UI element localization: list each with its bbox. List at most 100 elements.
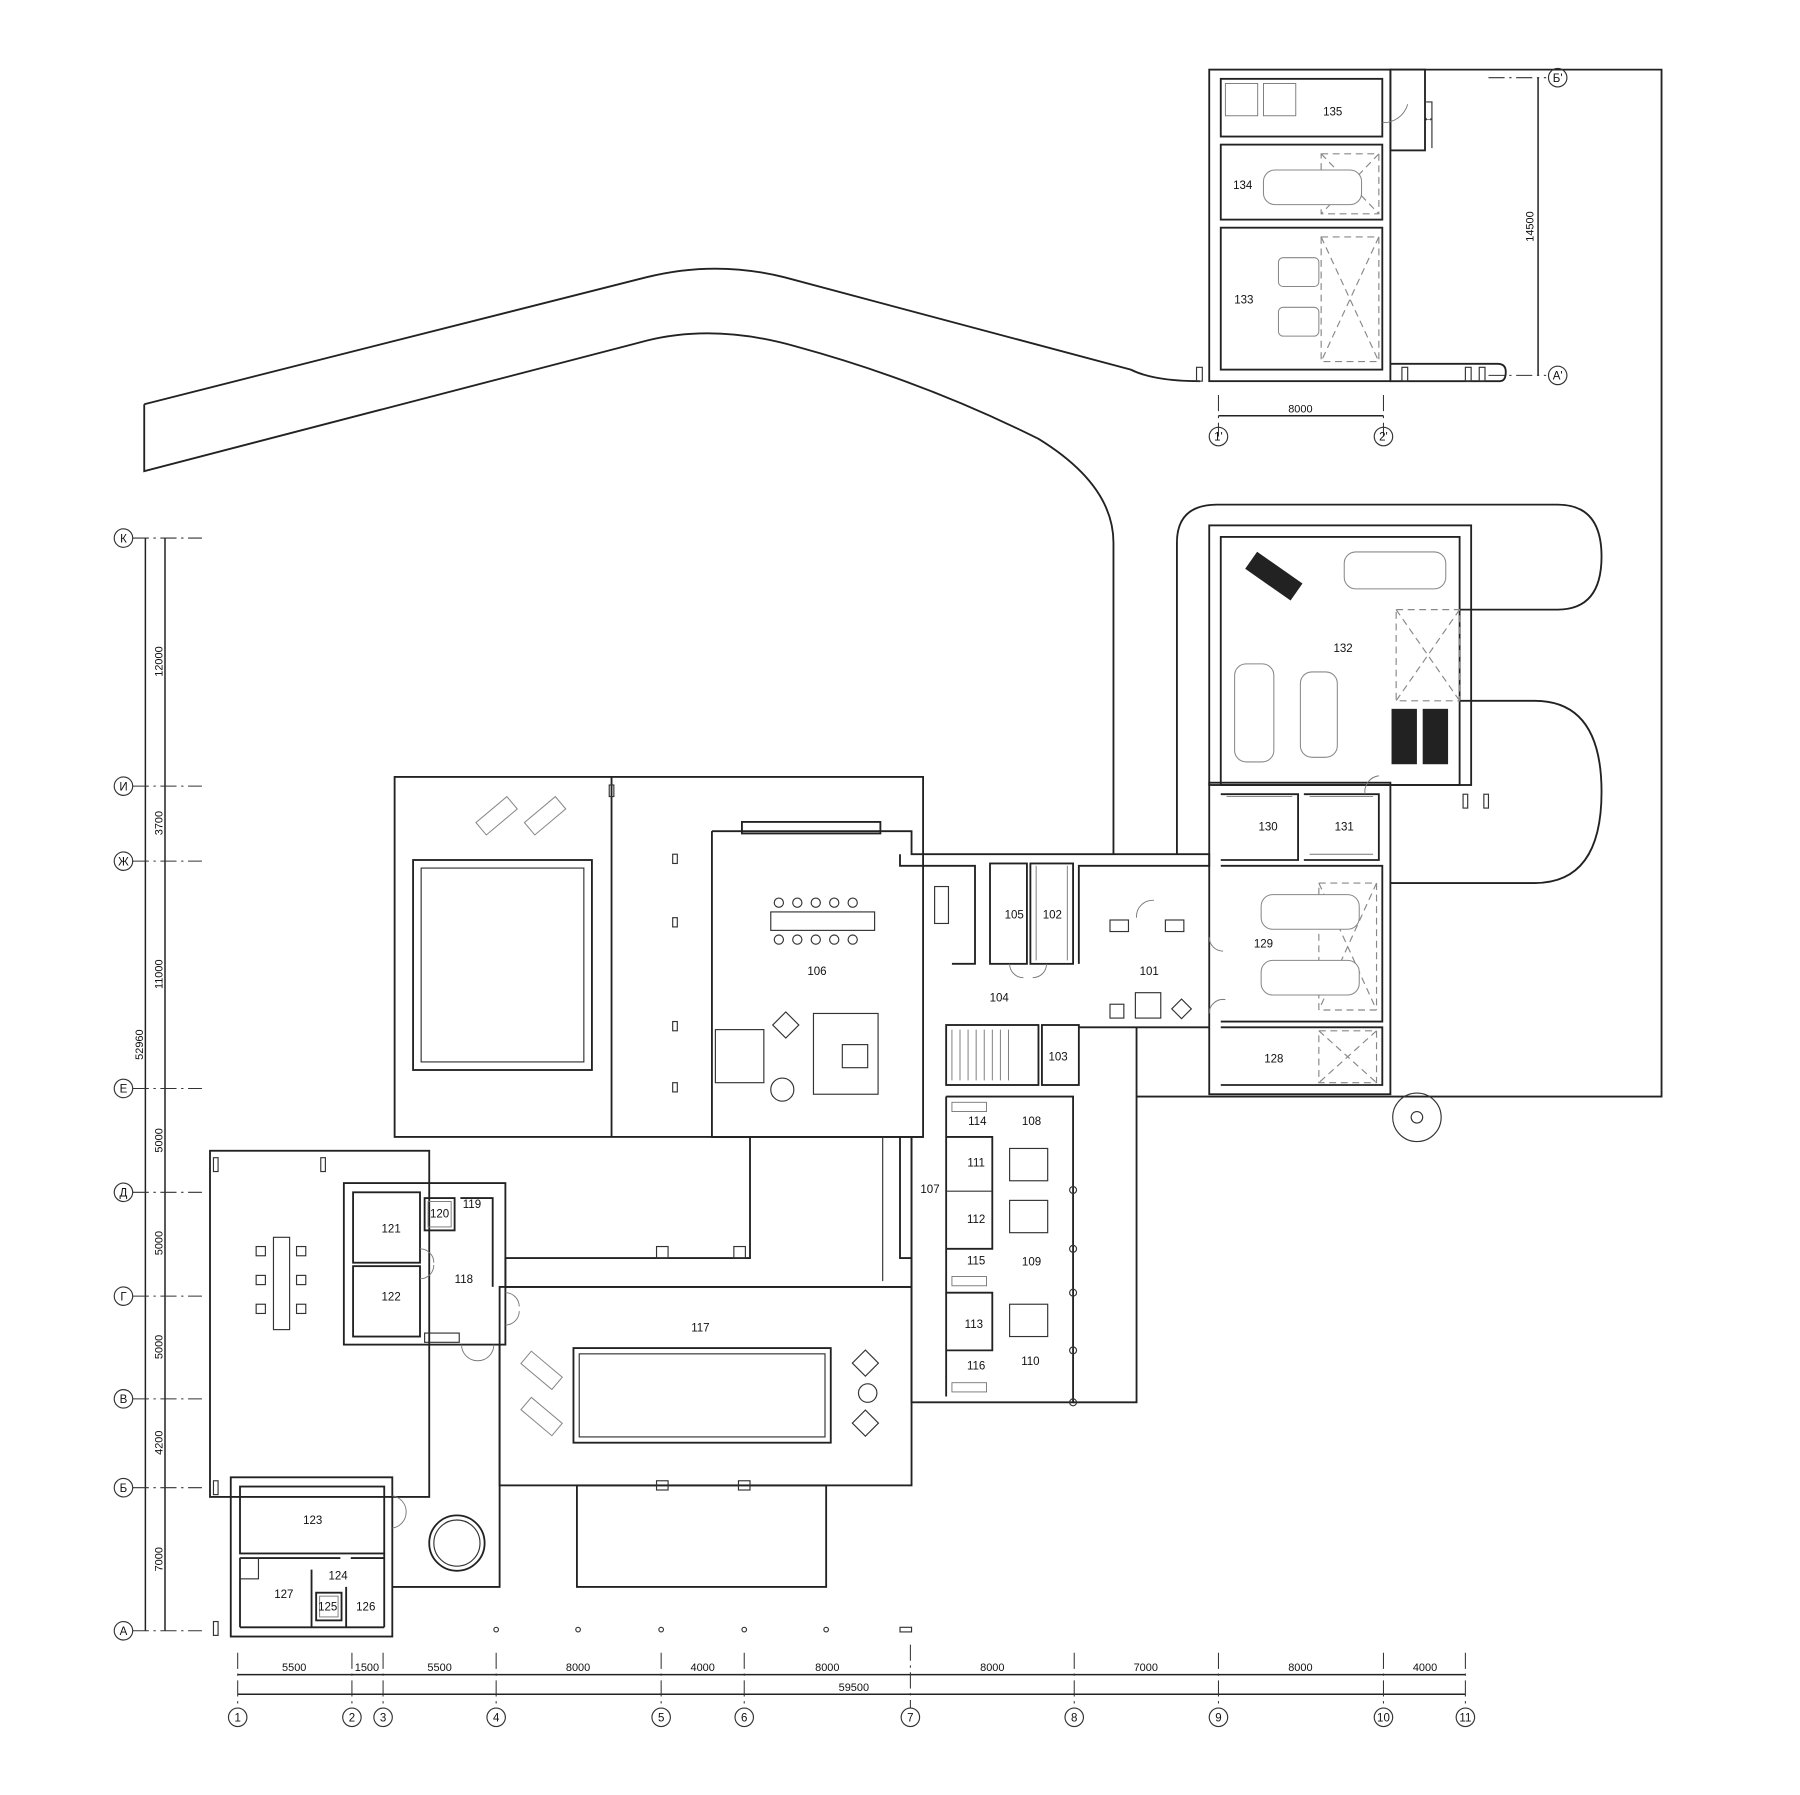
axis-4: 4 [493, 1713, 500, 1725]
room-127: 127 [274, 1589, 293, 1601]
car-icon [1260, 959, 1360, 996]
dim-col: 8000 [566, 1662, 590, 1674]
dim-col: 8000 [980, 1662, 1004, 1674]
room-109: 109 [1022, 1257, 1041, 1269]
axis-I: И [119, 781, 127, 793]
hot-tub-icon [428, 1514, 486, 1572]
axis-B: Б [120, 1483, 128, 1495]
room-129: 129 [1254, 938, 1273, 950]
dim-row: 4200 [154, 1431, 166, 1455]
room-104: 104 [990, 993, 1010, 1005]
axis-Zh: Ж [118, 856, 129, 868]
garage-axes: 8000 14500 1' 2' Б' А' [1208, 67, 1568, 447]
axis-11: 11 [1459, 1713, 1471, 1725]
room-115: 115 [967, 1256, 985, 1268]
dim-col: 4000 [1413, 1662, 1437, 1674]
spiral-stair-icon [1392, 1092, 1442, 1143]
atv-icon [1277, 257, 1320, 288]
room-102: 102 [1043, 909, 1062, 921]
room-131: 131 [1335, 822, 1354, 834]
axis-5: 5 [658, 1713, 664, 1725]
room-114: 114 [968, 1116, 987, 1128]
room-111: 111 [967, 1158, 985, 1170]
room-122: 122 [382, 1291, 401, 1303]
room-124: 124 [328, 1571, 348, 1583]
atv-icon [1277, 306, 1320, 337]
dim-col: 7000 [1134, 1662, 1158, 1674]
room-105: 105 [1005, 909, 1024, 921]
room-110: 110 [1021, 1356, 1039, 1368]
car-icon [1299, 671, 1338, 758]
room-123: 123 [303, 1515, 322, 1527]
dim-row-total: 52960 [134, 1029, 146, 1059]
garage-upper: ↔ 135 134 133 [1195, 68, 1486, 383]
axis-V: В [120, 1394, 128, 1406]
room-125: 125 [318, 1602, 337, 1614]
dim-col: 5500 [427, 1662, 451, 1674]
dim-col: 8000 [1288, 1662, 1312, 1674]
dim-row: 12000 [154, 646, 166, 676]
row-axes: К И Ж Е Д Г В Б А 12000 3700 11000 5000 … [113, 528, 202, 1641]
axis-3: 3 [380, 1713, 386, 1725]
dim-row: 5000 [154, 1231, 166, 1255]
room-126: 126 [356, 1602, 375, 1614]
dim-col: 4000 [691, 1662, 715, 1674]
axis-Ap: А' [1553, 371, 1563, 383]
axis-9: 9 [1215, 1713, 1221, 1725]
dim-row: 3700 [154, 811, 166, 835]
car-icon [1343, 551, 1447, 590]
axis-Bp: Б' [1553, 73, 1563, 85]
room-108: 108 [1022, 1116, 1041, 1128]
dim-col: 1500 [355, 1662, 379, 1674]
svg-text:↔: ↔ [1423, 112, 1435, 124]
axis-2p: 2' [1379, 432, 1388, 444]
dim-row: 7000 [154, 1547, 166, 1571]
axis-K: К [120, 533, 127, 545]
axis-10: 10 [1377, 1713, 1390, 1725]
dim-row: 5000 [154, 1335, 166, 1359]
room-120: 120 [430, 1208, 449, 1220]
dim-garage-width: 8000 [1288, 403, 1312, 415]
room-113: 113 [965, 1319, 983, 1331]
column-axes: 1 2 3 4 5 6 7 8 9 10 11 5500 1500 5500 8… [227, 1644, 1476, 1728]
car-icon [1234, 663, 1275, 763]
car-icon [1260, 894, 1360, 930]
motorcycle-icon [1245, 551, 1303, 601]
room-107: 107 [920, 1184, 939, 1196]
car-icon [1262, 169, 1363, 206]
room-118: 118 [455, 1274, 473, 1286]
dim-row: 5000 [154, 1128, 166, 1152]
room-135: 135 [1323, 106, 1342, 118]
dim-col: 8000 [815, 1662, 839, 1674]
room-103: 103 [1048, 1051, 1067, 1063]
dim-garage-height: 14500 [1524, 211, 1536, 241]
room-130: 130 [1258, 822, 1277, 834]
axis-E: Е [120, 1084, 128, 1096]
axis-2: 2 [349, 1713, 355, 1725]
driveway [143, 68, 1663, 1098]
room-134: 134 [1233, 180, 1253, 192]
axis-7: 7 [907, 1713, 913, 1725]
dim-row: 11000 [154, 959, 166, 989]
axis-6: 6 [741, 1713, 747, 1725]
room-112: 112 [967, 1214, 985, 1226]
main-house: 101 102 103 104 105 106 107 108 109 110 … [209, 776, 1226, 1638]
sofa-icon [812, 1012, 879, 1095]
garage-lower: 132 130 131 129 128 [1208, 524, 1490, 1143]
room-119: 119 [463, 1199, 481, 1211]
axis-1p: 1' [1214, 432, 1223, 444]
room-132: 132 [1333, 643, 1352, 655]
room-101: 101 [1140, 966, 1159, 978]
axis-D: Д [120, 1188, 128, 1200]
axis-1: 1 [234, 1713, 240, 1725]
room-133: 133 [1234, 294, 1253, 306]
axis-A: А [120, 1626, 128, 1638]
room-116: 116 [967, 1361, 985, 1373]
axis-G: Г [120, 1291, 127, 1303]
dim-col: 5500 [282, 1662, 306, 1674]
dim-col-total: 59500 [839, 1682, 869, 1694]
jetski-icon [1422, 708, 1449, 765]
room-121: 121 [382, 1223, 401, 1235]
room-117: 117 [691, 1323, 709, 1335]
